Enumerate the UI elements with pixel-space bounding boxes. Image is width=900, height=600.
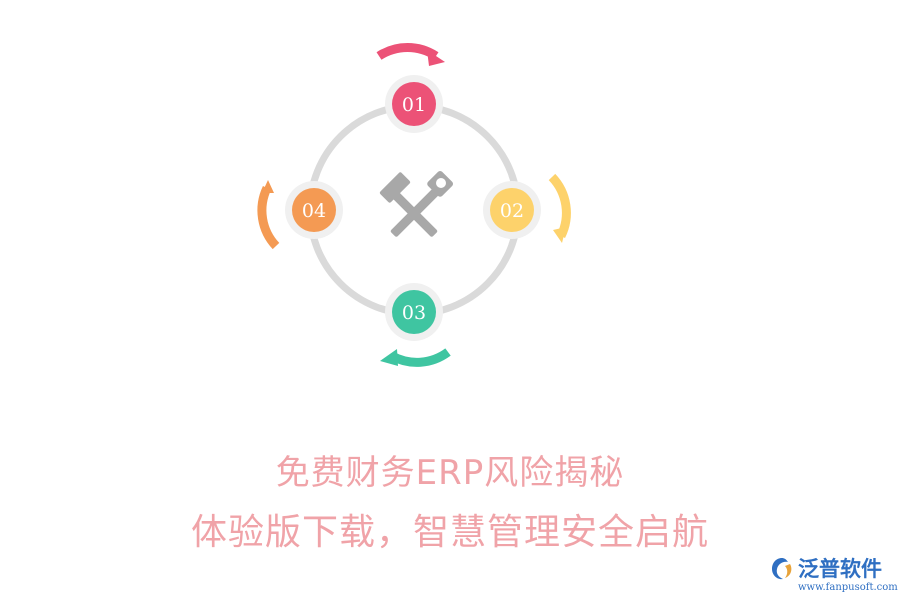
- title-line-1: 免费财务ERP风险揭秘: [275, 453, 625, 493]
- step-number-04: 04: [302, 200, 326, 222]
- step-node-03: 03: [385, 283, 443, 341]
- brand-name: 泛普软件: [798, 557, 882, 581]
- cycle-diagram: 01 02 03 04: [257, 43, 571, 367]
- step-number-03: 03: [402, 302, 426, 324]
- arrow-left: [257, 180, 280, 250]
- step-node-01: 01: [385, 75, 443, 133]
- step-number-01: 01: [402, 94, 426, 116]
- brand-logo-icon: [772, 558, 792, 580]
- arrow-right: [548, 173, 571, 243]
- step-node-02: 02: [483, 181, 541, 239]
- step-number-02: 02: [500, 200, 524, 222]
- title-line-2: 体验版下载，智慧管理安全启航: [190, 512, 709, 553]
- arrow-bottom: [380, 348, 451, 367]
- brand-url: www.fanpusoft.com: [798, 582, 898, 593]
- hammer-wrench-icon: [379, 170, 454, 237]
- step-node-04: 04: [285, 181, 343, 239]
- brand-logo: 泛普软件 www.fanpusoft.com: [768, 553, 898, 597]
- arrow-top: [376, 43, 445, 66]
